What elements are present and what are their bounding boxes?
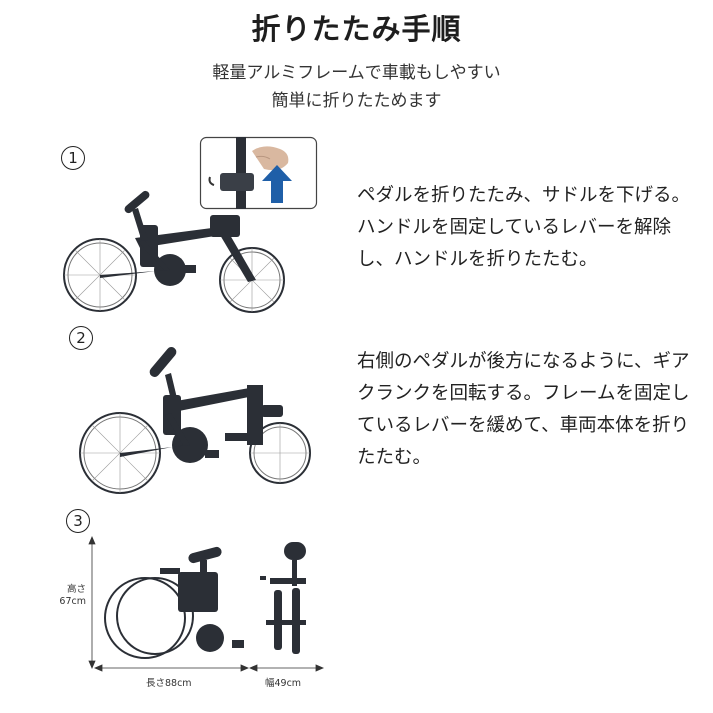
bike-step-2 [79, 347, 311, 494]
step-number-1: 1 [61, 146, 85, 170]
subtitle-line-2: 簡単に折りたためます [271, 91, 442, 111]
inset-lever-photo [199, 136, 318, 210]
height-dimension-label: 高さ 67cm [56, 584, 86, 608]
step-1-description: ペダルを折りたたみ、サドルを下げる。ハンドルを固定しているレバーを解除し、ハンド… [357, 185, 691, 270]
up-arrow-icon [262, 165, 292, 203]
step-number-3: 3 [66, 509, 90, 533]
length-dimension-label: 長さ88cm [146, 678, 192, 689]
page-title: 折りたたみ手順 [251, 12, 462, 46]
width-dimension-label: 幅49cm [265, 678, 302, 689]
bike-folded-front-view [260, 542, 306, 654]
bike-step-1 [63, 190, 285, 313]
height-label: 高さ [66, 584, 86, 595]
subtitle-line-1: 軽量アルミフレームで車載もしやすい [212, 63, 501, 83]
height-value: 67cm [59, 596, 86, 607]
step-number-2: 2 [69, 326, 93, 350]
step-2-description: 右側のペダルが後方になるように、ギアクランクを回転する。フレームを固定しているレ… [357, 351, 690, 468]
bike-folded-side-view [104, 546, 244, 659]
